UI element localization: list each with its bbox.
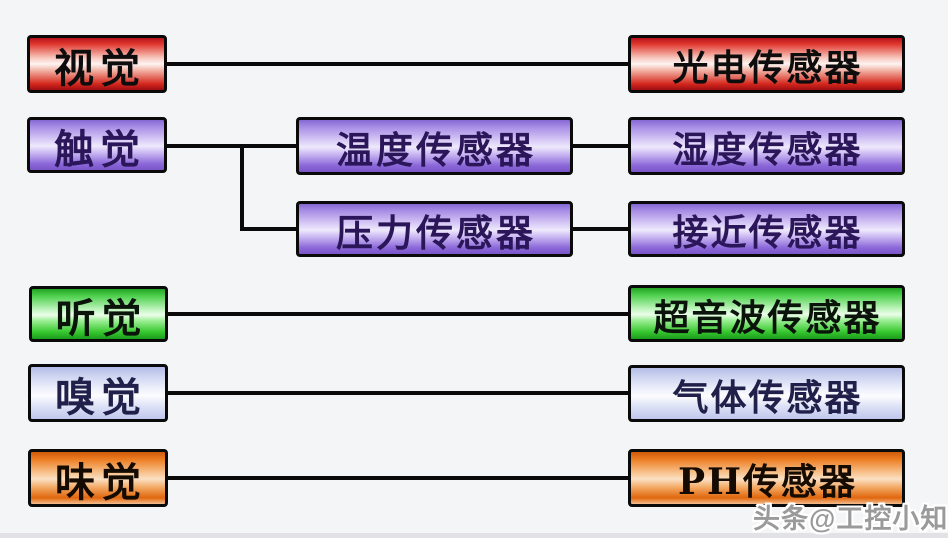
sense-box-touch-label: 触觉 [54,126,146,173]
sense-box-hearing-label: 听觉 [55,295,148,342]
sense-box-vision-label: 视觉 [54,45,146,92]
sensor-box-humidity: 湿度传感器 [628,117,905,175]
connector-vision-photoelectric [165,62,630,66]
sensor-box-pressure: 压力传感器 [296,201,573,257]
sensor-box-ultrasonic: 超音波传感器 [628,285,905,342]
sensor-box-temperature: 温度传感器 [296,117,573,175]
sensor-box-ultrasonic-label: 超音波传感器 [653,296,882,339]
sensor-box-proximity-label: 接近传感器 [672,212,863,254]
sensor-box-photoelectric: 光电传感器 [628,35,905,93]
sensor-box-gas-label: 气体传感器 [672,376,863,419]
sensor-box-ph-label: PH传感器 [677,461,858,503]
sense-box-touch: 触觉 [27,117,167,173]
sense-box-hearing: 听觉 [29,286,168,342]
sense-box-taste: 味觉 [28,449,168,507]
sensor-box-temperature-label: 温度传感器 [336,128,536,172]
connector-touch-temperature [165,144,298,148]
sense-box-vision: 视觉 [27,35,167,93]
connector-temperature-humidity [571,144,630,148]
sensor-box-proximity: 接近传感器 [628,201,905,257]
connector-branch-pressure [240,227,298,231]
sensor-box-humidity-label: 湿度传感器 [672,129,863,171]
sensor-box-photoelectric-label: 光电传感器 [672,47,863,89]
connector-taste-ph [165,476,630,480]
sense-box-taste-label: 味觉 [55,459,147,506]
sensor-box-gas: 气体传感器 [628,365,905,422]
sense-box-smell-label: 嗅觉 [55,374,147,421]
watermark-text: 头条@工控小知 [753,504,948,534]
connector-touch-branch-vertical [240,144,244,231]
connector-pressure-proximity [571,227,630,231]
sensor-box-pressure-label: 压力传感器 [336,211,536,255]
connector-smell-gas [165,391,630,395]
bottom-edge-strip [0,533,948,538]
sensor-box-ph: PH传感器 [628,449,905,507]
connector-hearing-ultrasonic [165,312,630,316]
sense-box-smell: 嗅觉 [28,364,168,422]
